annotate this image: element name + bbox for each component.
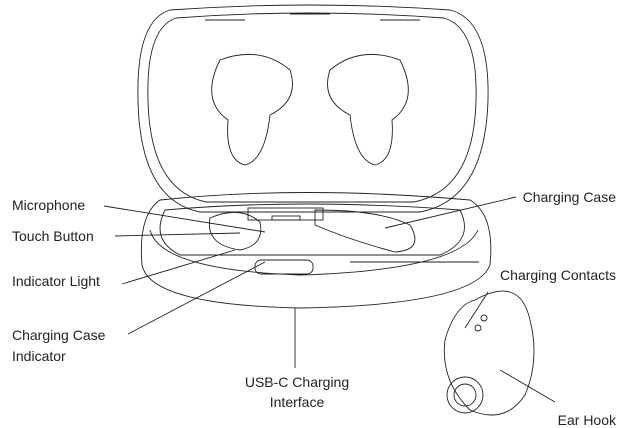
case-earbud-right [314,209,416,253]
charging-contact-1 [480,314,488,322]
case-indicator-window [254,259,314,275]
label-ear-hook: Ear Hook [558,412,617,428]
label-charging-contacts: Charging Contacts [500,267,616,283]
label-usb-c-line2: Interface [270,394,325,410]
lid-earbud-cavity-left [211,53,293,166]
label-charging-case-indicator-line2: Indicator [12,348,66,364]
case-base [140,192,492,309]
label-charging-case: Charging Case [523,189,617,205]
leader-ear-hook [499,369,556,403]
label-microphone: Microphone [12,197,85,213]
hinge-slot [271,215,301,221]
leader-charging-contacts-earbud [464,291,489,329]
lid-earbud-cavity-right [327,53,409,166]
loose-earbud [443,290,535,416]
label-indicator-light: Indicator Light [12,273,100,289]
leader-charging-case [384,196,517,229]
label-touch-button: Touch Button [12,228,94,244]
case-hinge [247,207,324,221]
leader-touch-button [114,232,241,237]
leader-microphone [103,205,266,233]
label-usb-c-line1: USB-C Charging [245,374,349,390]
label-charging-case-indicator-line1: Charging Case [12,327,106,343]
case-lid [137,4,489,213]
case-earbud-left [208,212,262,251]
charging-contact-2 [474,324,482,332]
leader-indicator-light [121,249,236,285]
leader-case-indicator [127,261,266,335]
